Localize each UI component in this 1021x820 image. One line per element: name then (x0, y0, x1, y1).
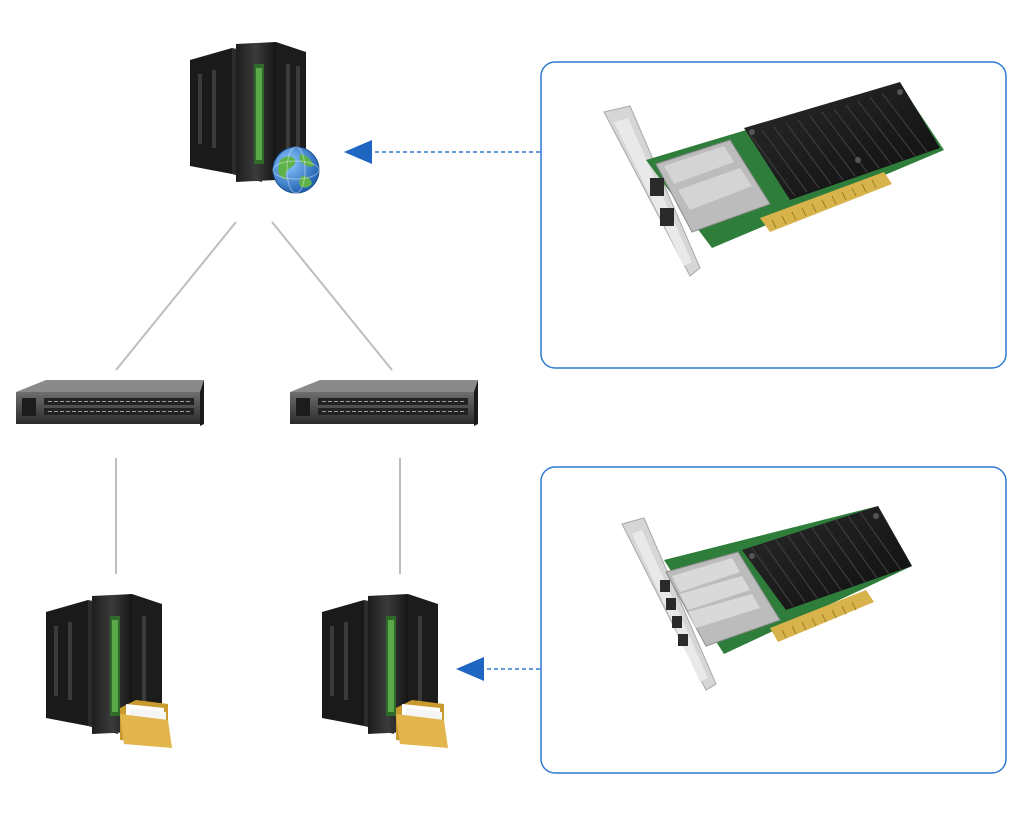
callout-nic-dual-port (540, 61, 1007, 369)
network-switch-icon (16, 380, 204, 426)
callout-nic-quad-port (540, 466, 1007, 774)
server-rack-icon (322, 594, 438, 736)
pcie-network-card-quad-sfp-icon (621, 506, 912, 691)
callout-arrows (344, 140, 540, 681)
file-server-left-node (46, 594, 172, 748)
arrow-head-top (344, 140, 372, 164)
globe-icon (272, 146, 320, 194)
link-web-to-switch-left (115, 221, 237, 371)
switch-right-node (290, 380, 478, 426)
arrow-head-bottom (456, 657, 484, 681)
network-switch-icon (290, 380, 478, 426)
folder-icon (396, 700, 448, 748)
server-rack-icon (46, 594, 162, 736)
file-server-right-node (322, 594, 448, 748)
link-web-to-switch-right (271, 221, 393, 371)
links (115, 221, 401, 574)
web-server-node (190, 42, 320, 194)
folder-icon (120, 700, 172, 748)
switch-left-node (16, 380, 204, 426)
server-rack-icon (190, 42, 306, 184)
pcie-network-card-dual-qsfp-icon (603, 82, 944, 277)
